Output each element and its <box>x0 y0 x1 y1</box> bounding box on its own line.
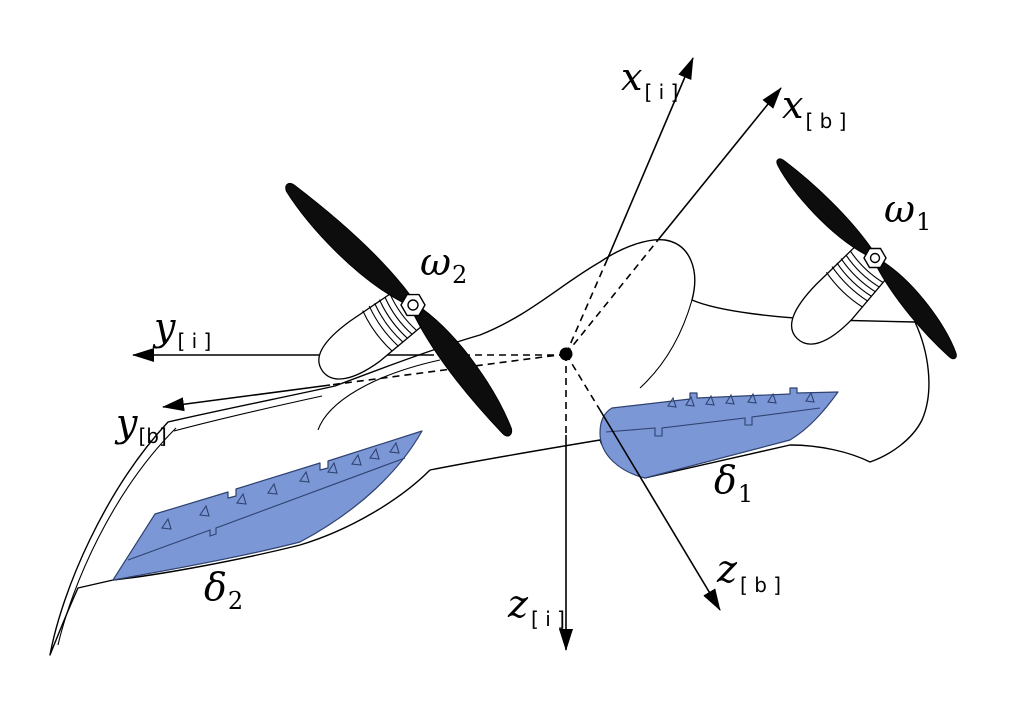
winglet-inner-edge <box>57 427 177 646</box>
frame-origin-dot <box>559 347 573 361</box>
propeller-right-blade-lower <box>876 261 957 360</box>
label-omega-2-sub: 2 <box>452 261 467 289</box>
label-z-body: z[ b ] <box>716 547 781 597</box>
airframe <box>49 238 930 656</box>
label-y-body-base: y <box>114 401 138 445</box>
label-z-inertial-base: z <box>507 582 529 626</box>
label-delta-1-sub: 1 <box>738 480 753 508</box>
elevon-left-surface <box>112 430 423 581</box>
motor-nacelle-right <box>790 241 892 345</box>
label-omega-2: ω2 <box>420 240 467 289</box>
label-delta-1: δ1 <box>714 458 753 508</box>
elevon-left-teeth <box>161 441 400 530</box>
label-omega-1-base: ω <box>884 187 915 231</box>
label-y-inertial-sub: [ i ] <box>177 329 211 353</box>
label-x-body: x[ b ] <box>782 83 846 133</box>
label-delta-2: δ2 <box>204 565 243 615</box>
elevon-right <box>599 387 839 479</box>
left-wing-fillet <box>317 359 441 431</box>
label-x-inertial-sub: [ i ] <box>644 80 678 104</box>
canopy-lower-edge <box>639 299 693 389</box>
elevon-left-hinge-line <box>127 457 406 561</box>
axis-y-body <box>162 353 567 412</box>
label-z-body-base: z <box>716 547 738 591</box>
elevon-right-hinge-line <box>605 407 821 437</box>
label-x-inertial: x[ i ] <box>621 55 678 104</box>
label-z-body-sub: [ b ] <box>740 573 781 597</box>
elevon-right-surface <box>599 387 839 479</box>
label-y-body-sub: [b] <box>138 424 166 448</box>
axis-x-inertial <box>565 57 694 355</box>
propeller-right <box>776 158 957 360</box>
label-x-body-base: x <box>782 83 803 127</box>
label-y-body: y[b] <box>114 401 167 448</box>
label-omega-1-sub: 1 <box>916 208 931 236</box>
elevon-left <box>112 430 423 581</box>
label-y-inertial-base: y <box>152 305 176 349</box>
left-leading-edge-line <box>173 395 323 432</box>
propeller-right-blade-upper <box>776 158 873 256</box>
axis-z-body <box>565 353 721 611</box>
label-delta-2-sub: 2 <box>228 587 243 615</box>
label-x-body-sub: [ b ] <box>805 109 846 133</box>
label-z-inertial-sub: [ i ] <box>531 607 565 631</box>
label-omega-1: ω1 <box>884 187 931 236</box>
axis-x-body <box>565 87 782 355</box>
label-delta-2-base: δ <box>204 565 227 609</box>
propeller-left <box>285 183 513 437</box>
label-x-inertial-base: x <box>621 55 642 99</box>
label-omega-2-base: ω <box>420 240 451 284</box>
label-y-inertial: y[ i ] <box>152 305 211 353</box>
propeller-left-blade-lower <box>413 307 513 437</box>
label-delta-1-base: δ <box>714 458 737 502</box>
propeller-right-hub <box>863 247 887 269</box>
airframe-outline <box>49 238 930 656</box>
propeller-left-blade-upper <box>285 183 412 304</box>
propeller-left-hub <box>400 293 426 317</box>
motor-nacelle-left <box>318 286 427 380</box>
elevon-right-teeth <box>667 391 815 408</box>
label-z-inertial: z[ i ] <box>507 582 565 631</box>
